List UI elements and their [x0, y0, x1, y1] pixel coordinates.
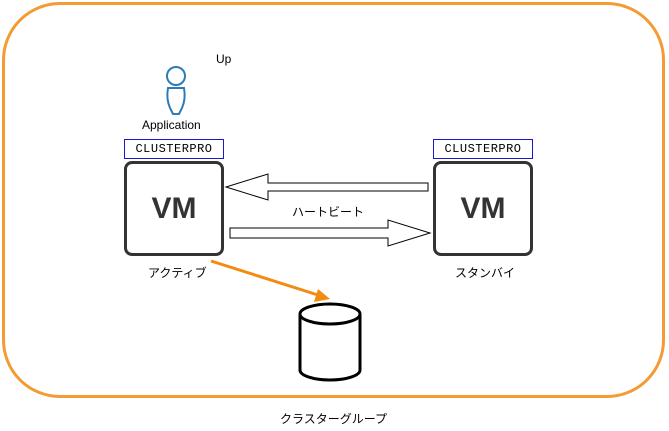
cluster-group-boundary — [2, 2, 665, 398]
application-label: Application — [142, 118, 201, 132]
standby-role-label: スタンバイ — [455, 266, 516, 280]
active-vm-box: VM — [124, 161, 224, 256]
heartbeat-label: ハートビート — [292, 205, 365, 219]
standby-vm-box: VM — [433, 161, 533, 256]
active-role-label: アクティブ — [148, 266, 207, 280]
heartbeat-arrow-right — [229, 219, 432, 247]
cluster-group-label: クラスターグループ — [280, 412, 388, 426]
user-icon — [166, 66, 186, 115]
storage-connection-line — [210, 259, 319, 297]
standby-vm-label: VM — [460, 191, 506, 225]
up-label: Up — [216, 52, 232, 66]
heartbeat-arrow-left — [224, 173, 429, 201]
storage-connection-arrowhead — [314, 289, 330, 302]
active-vm-label: VM — [151, 191, 197, 225]
database-icon — [298, 302, 362, 382]
active-clusterpro-label: CLUSTERPRO — [124, 139, 224, 159]
standby-clusterpro-label: CLUSTERPRO — [433, 139, 533, 159]
